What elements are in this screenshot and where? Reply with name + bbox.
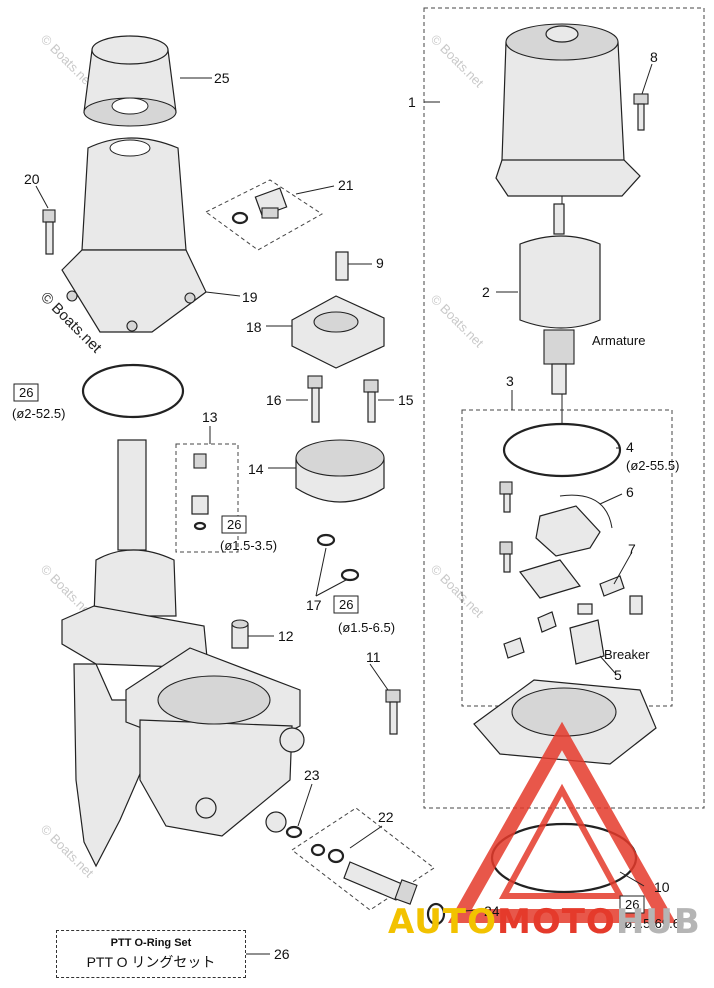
callout-12: 12	[278, 628, 294, 644]
part-15-bolt	[363, 379, 379, 423]
callout-13: 13	[202, 409, 218, 425]
label-breaker: Breaker	[604, 647, 650, 662]
dim-1-5-6-5: (ø1.5-6.5)	[338, 620, 395, 635]
boxed-ref-26: 26	[625, 897, 639, 912]
part-21-valve	[231, 187, 288, 225]
callout-8: 8	[650, 49, 658, 65]
callout-7: 7	[628, 541, 636, 557]
part-16-bolt	[307, 375, 323, 423]
brand-part-1: AUTO	[388, 902, 497, 942]
part-6-brush-holder	[499, 481, 613, 557]
callout-5: 5	[614, 667, 622, 683]
callout-22: 22	[378, 809, 394, 825]
boxed-ref-26: 26	[227, 517, 241, 532]
valve-22-box	[291, 807, 435, 911]
callout-24: 24	[484, 903, 500, 919]
callout-3: 3	[506, 373, 514, 389]
callout-26: 26	[274, 946, 290, 962]
watermark-text: © Boats.net	[428, 562, 487, 621]
brand-logo-triangle	[447, 721, 677, 923]
valve-21-box	[205, 179, 323, 251]
dim-1-5-3-5: (ø1.5-3.5)	[220, 538, 277, 553]
callout-numbers: 25 20 21 19 18 9 16 15 14 13 17 12 23 22…	[24, 49, 670, 962]
brand-part-2: MOTO	[496, 902, 616, 942]
part-20-bolt	[42, 209, 56, 255]
part-22-manual-valve	[310, 843, 418, 905]
callout-18: 18	[246, 319, 262, 335]
part-25-cap	[83, 35, 177, 127]
callout-19: 19	[242, 289, 258, 305]
part-13-valve-kit	[191, 453, 209, 531]
o-ring-52-5	[81, 363, 185, 419]
part-19-reservoir	[61, 137, 207, 333]
callout-4: 4	[626, 439, 634, 455]
leader-lines	[35, 63, 653, 955]
part-brush-plate	[499, 541, 643, 615]
callout-23: 23	[304, 767, 320, 783]
part-14-pump	[295, 439, 385, 503]
part-9-pin	[335, 251, 349, 281]
part-8-screw	[633, 93, 649, 131]
part-motor-housing	[495, 23, 641, 197]
callout-9: 9	[376, 255, 384, 271]
o-ring-17b	[340, 568, 360, 582]
dim-55-5: (ø2-55.5)	[626, 458, 679, 473]
part-motor-base	[473, 679, 657, 765]
watermark-text: © Boats.net	[428, 292, 487, 351]
o-ring-set-legend: PTT O-Ring Set PTT O リングセット	[56, 930, 246, 978]
callout-11: 11	[366, 649, 381, 665]
part-24-circlip	[426, 902, 446, 926]
valve-kit-box	[175, 443, 239, 553]
brand-wordmark: AUTOMOTOHUB	[388, 902, 708, 942]
ptt-cylinder-body	[61, 439, 305, 868]
label-armature: Armature	[592, 333, 645, 348]
brand-part-3: HUB	[615, 902, 701, 942]
o-ring-17a	[316, 533, 336, 547]
boxed-refs: 26 (ø2-52.5) (ø2-55.5) 26 (ø1.5-3.5) 26 …	[12, 383, 684, 931]
callout-15: 15	[398, 392, 414, 408]
callout-20: 20	[24, 171, 40, 187]
o-ring-23	[285, 825, 303, 839]
callout-25: 25	[214, 70, 230, 86]
o-ring-55-5	[502, 422, 622, 478]
dim-1-5-69-6: (ø1.5-69.6)	[620, 916, 684, 931]
watermark-text: © Boats.net	[428, 32, 487, 91]
callout-16: 16	[266, 392, 282, 408]
dim-52-5: (ø2-52.5)	[12, 406, 65, 421]
callout-21: 21	[338, 177, 354, 193]
legend-title: PTT O-Ring Set	[110, 937, 192, 949]
part-11-screw	[385, 689, 401, 735]
callout-2: 2	[482, 284, 490, 300]
legend-subtitle: PTT O リングセット	[86, 954, 216, 970]
callout-14: 14	[248, 461, 264, 477]
callout-10: 10	[654, 879, 670, 895]
boxed-ref-26: 26	[339, 597, 353, 612]
part-12-check-valve	[231, 619, 249, 649]
part-2-armature	[519, 203, 601, 395]
callout-17: 17	[306, 597, 322, 613]
part-5-breaker	[503, 611, 605, 665]
part-18-pump-cover	[291, 295, 385, 369]
boxed-ref-26: 26	[19, 385, 33, 400]
motor-assembly-box	[423, 7, 705, 809]
callout-1: 1	[408, 94, 416, 110]
callout-6: 6	[626, 484, 634, 500]
